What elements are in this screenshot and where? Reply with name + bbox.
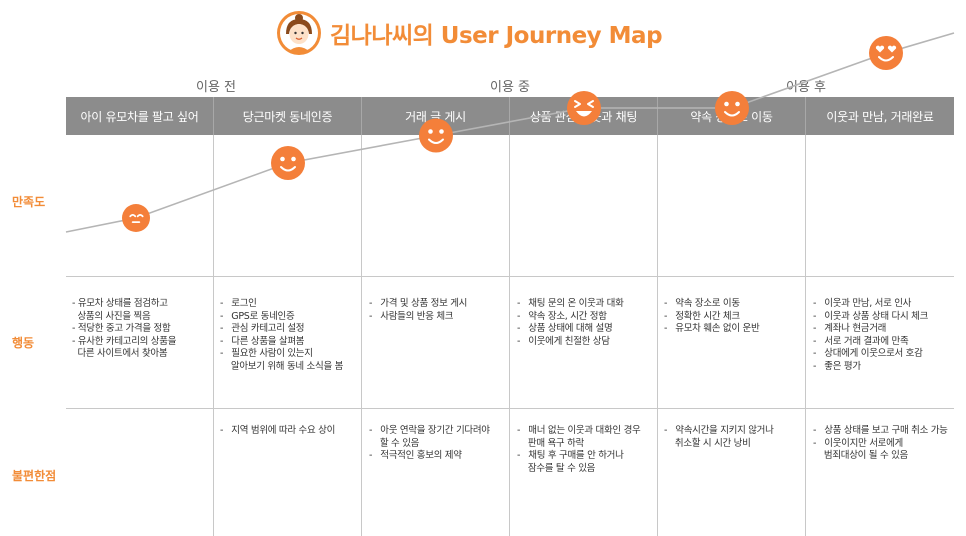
list-item: - 유모차 상태를 점검하고	[72, 298, 168, 309]
list-item: - 이웃과 만남, 서로 인사	[813, 298, 912, 309]
list-item: - 이웃과 상품 상태 다시 체크	[813, 310, 929, 322]
column-divider	[361, 135, 362, 536]
smile-face-icon	[419, 118, 453, 153]
action-list-stage-2: - 로그인- GPS로 동네인증- 관심 카테고리 설정- 다른 상품을 살펴봄…	[220, 298, 343, 373]
list-item: 상품의 사진을 찍음	[72, 310, 151, 322]
action-list-stage-4: - 채팅 문의 온 이웃과 대화- 약속 장소, 시간 정함- 상품 상태에 대…	[517, 298, 624, 348]
row-label-actions: 행동	[12, 336, 35, 350]
list-item: - 채팅 후 구매를 안 하거나	[517, 450, 624, 461]
stage-header: 이웃과 만남, 거래완료	[806, 97, 954, 135]
action-list-stage-5: - 약속 장소로 이동- 정확한 시간 체크- 유모차 훼손 없이 운반	[664, 298, 760, 336]
pain-list-stage-2: - 지역 범위에 따라 수요 상이	[220, 425, 335, 438]
list-item: 알아보기 위해 동네 소식을 봄	[220, 360, 344, 372]
list-item: - 채팅 문의 온 이웃과 대화	[517, 298, 624, 309]
list-item: - 약속 장소로 이동	[664, 298, 740, 309]
list-item: - 아웃 연락을 장기간 기다려야	[369, 425, 490, 436]
pain-list-stage-4: - 매너 없는 이웃과 대화인 경우 판매 욕구 하락- 채팅 후 구매를 안 …	[517, 425, 641, 475]
neutral-face-icon	[122, 204, 150, 232]
list-item: - 관심 카테고리 설정	[220, 323, 305, 334]
list-item: - 정확한 시간 체크	[664, 310, 740, 322]
list-item: 할 수 있음	[369, 437, 420, 449]
list-item: - 상품 상태에 대해 설명	[517, 323, 613, 334]
list-item: - 유모차 훼손 없이 운반	[664, 323, 760, 334]
list-item: - 사람들의 반응 체크	[369, 310, 454, 322]
row-label-satisfaction: 만족도	[12, 195, 46, 209]
list-item: - 유사한 카테고리의 상품을	[72, 335, 177, 347]
list-item: - 서로 거래 결과에 만족	[813, 335, 909, 347]
title-bar: 김나나씨의 User Journey Map	[276, 8, 663, 58]
column-divider	[213, 135, 214, 536]
smile-face-icon	[715, 91, 749, 125]
list-item: - 상품 상태를 보고 구매 취소 가능	[813, 425, 948, 436]
phase-label-during: 이용 중	[489, 80, 531, 95]
satisfaction-line	[65, 32, 955, 233]
squint-face-icon	[567, 91, 601, 125]
action-list-stage-6: - 이웃과 만남, 서로 인사- 이웃과 상품 상태 다시 체크- 계좌나 현금…	[813, 298, 928, 373]
column-divider	[657, 135, 658, 536]
avatar-icon	[277, 11, 321, 55]
list-item: - 다른 상품을 살펴봄	[220, 335, 305, 347]
stage-header: 아이 유모차를 팔고 싶어	[66, 97, 214, 135]
page-title: 김나나씨의 User Journey Map	[330, 23, 663, 49]
list-item: - 적당한 중고 가격을 정함	[72, 323, 171, 334]
list-item: - 매너 없는 이웃과 대화인 경우	[517, 425, 641, 436]
action-list-stage-1: - 유모차 상태를 점검하고 상품의 사진을 찍음- 적당한 중고 가격을 정함…	[72, 298, 176, 361]
list-item: 다른 사이트에서 찾아봄	[72, 348, 168, 359]
emotion-faces	[122, 36, 903, 232]
phase-label-before: 이용 전	[195, 80, 237, 95]
list-item: 잠수를 탈 수 있음	[517, 462, 596, 474]
heart-eyes-face-icon	[869, 36, 903, 70]
column-divider	[805, 135, 806, 536]
list-item: - 이웃이지만 서로에게	[813, 437, 903, 449]
row-divider	[66, 276, 954, 277]
list-item: - 약속시간을 지키지 않거나	[664, 425, 774, 436]
list-item: - 이웃에게 친절한 상담	[517, 335, 610, 347]
smile-face-icon	[271, 146, 305, 180]
list-item: - 지역 범위에 따라 수요 상이	[220, 425, 336, 436]
list-item: - 로그인	[220, 298, 257, 309]
column-divider	[509, 135, 510, 536]
list-item: - 필요한 사람이 있는지	[220, 348, 313, 359]
pain-list-stage-6: - 상품 상태를 보고 구매 취소 가능- 이웃이지만 서로에게 범죄대상이 될…	[813, 425, 948, 463]
list-item: - 상대에게 이웃으로서 호감	[813, 348, 923, 359]
list-item: 범죄대상이 될 수 있음	[813, 450, 908, 461]
row-divider	[66, 408, 954, 409]
list-item: 취소할 시 시간 낭비	[664, 437, 751, 449]
pain-list-stage-3: - 아웃 연락을 장기간 기다려야 할 수 있음- 적극적인 홍보의 제약	[369, 425, 490, 463]
row-label-pain-points: 불편한점	[12, 469, 57, 483]
list-item: - 적극적인 홍보의 제약	[369, 450, 462, 461]
phase-label-after: 이용 후	[785, 80, 827, 95]
list-item: - 좋은 평가	[813, 360, 861, 372]
list-item: - GPS로 동네인증	[220, 310, 295, 322]
action-list-stage-3: - 가격 및 상품 정보 게시- 사람들의 반응 체크	[369, 298, 467, 323]
list-item: - 가격 및 상품 정보 게시	[369, 298, 468, 309]
pain-list-stage-5: - 약속시간을 지키지 않거나 취소할 시 시간 낭비	[664, 425, 774, 450]
list-item: - 계좌나 현금거래	[813, 323, 887, 334]
stage-header: 당근마켓 동네인증	[214, 97, 362, 135]
list-item: - 약속 장소, 시간 정함	[517, 310, 607, 322]
list-item: 판매 욕구 하락	[517, 437, 584, 449]
